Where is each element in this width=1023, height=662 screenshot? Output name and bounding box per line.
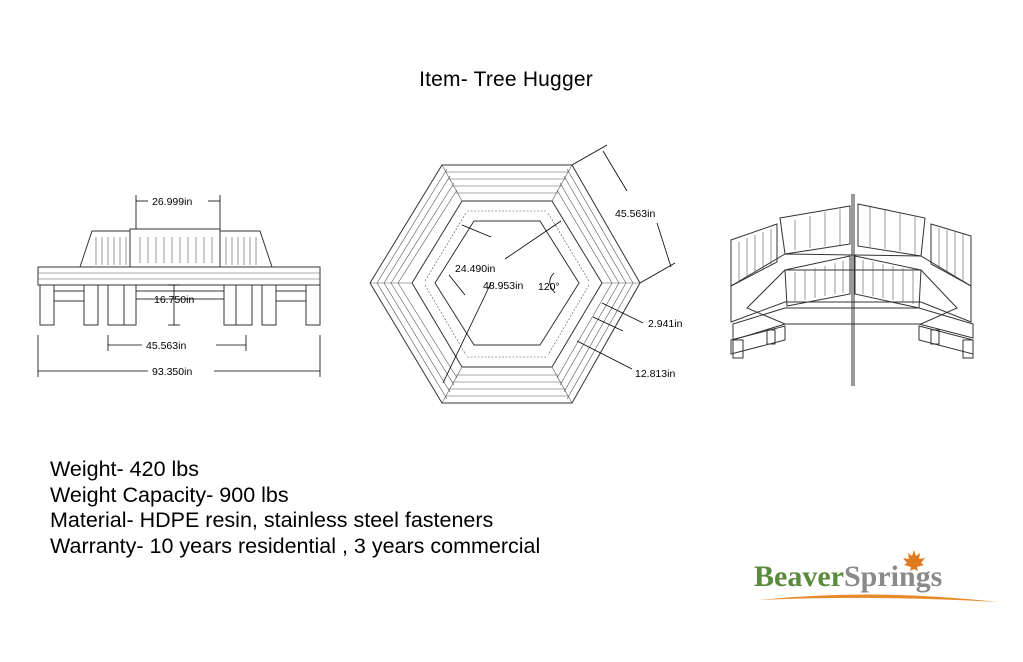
logo-text-springs: Springs xyxy=(844,560,942,593)
logo-swoosh xyxy=(760,594,998,602)
dim-angle-label: 120° xyxy=(538,281,560,293)
specifications: Weight- 420 lbs Weight Capacity- 900 lbs… xyxy=(50,457,540,559)
spec-material: Material- HDPE resin, stainless steel fa… xyxy=(50,508,494,532)
side-dimensions xyxy=(37,195,321,377)
dim-side-label: 45.563in xyxy=(615,208,655,220)
dim-top-label: 26.999in xyxy=(152,196,192,208)
isometric-drawing xyxy=(730,194,974,386)
dim-overall-label: 93.350in xyxy=(152,366,192,378)
dim-middle-label: 45.563in xyxy=(146,340,186,352)
backrest xyxy=(79,228,273,268)
dim-board-label: 2.941in xyxy=(648,318,683,330)
top-dimensions xyxy=(442,144,676,384)
spec-weight: Weight- 420 lbs xyxy=(50,457,199,481)
top-plan-drawing: 45.563in 24.490in 48.953in 120° 2.941in … xyxy=(369,144,683,404)
iso-bench xyxy=(730,194,974,386)
beaver-springs-logo: BeaverSprings xyxy=(754,550,998,602)
logo-text-beaver: Beaver xyxy=(754,560,844,593)
hexagon-bench xyxy=(369,164,641,404)
side-elevation-drawing: 26.999in 16.750in 45.563in 93.350in xyxy=(37,195,321,378)
spec-weight-capacity: Weight Capacity- 900 lbs xyxy=(50,482,289,507)
dim-depth-label: 12.813in xyxy=(635,368,675,380)
maple-leaf-icon xyxy=(903,550,925,571)
dim-inner-label: 24.490in xyxy=(455,263,495,275)
svg-text:BeaverSprings: BeaverSprings xyxy=(754,560,942,593)
page-title: Item- Tree Hugger xyxy=(419,68,593,91)
dim-height-label: 16.750in xyxy=(154,294,194,306)
spec-warranty: Warranty- 10 years residential , 3 years… xyxy=(50,533,541,558)
dim-across-label: 48.953in xyxy=(483,280,523,292)
